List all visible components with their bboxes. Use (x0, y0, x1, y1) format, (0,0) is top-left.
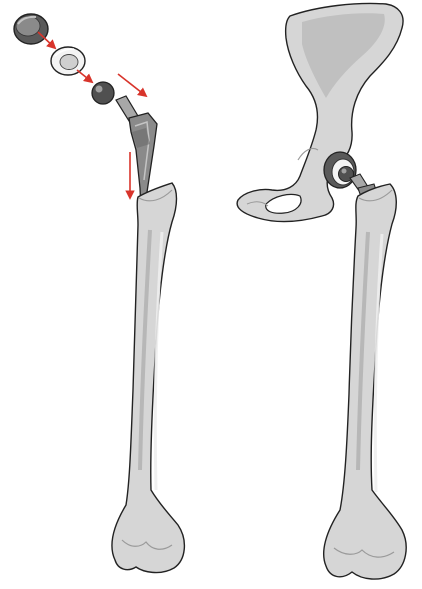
assembled-implant (237, 4, 406, 580)
arrow-liner-to-head (77, 70, 92, 82)
femur-left (112, 183, 184, 573)
acetabular-cup-assembled (324, 152, 356, 188)
acetabular-cup (14, 14, 48, 44)
femoral-head (92, 82, 114, 104)
arrow-head-to-stem (118, 74, 146, 96)
femur-right (324, 184, 406, 579)
exploded-assembly (14, 14, 184, 573)
polyethylene-liner (51, 47, 85, 75)
